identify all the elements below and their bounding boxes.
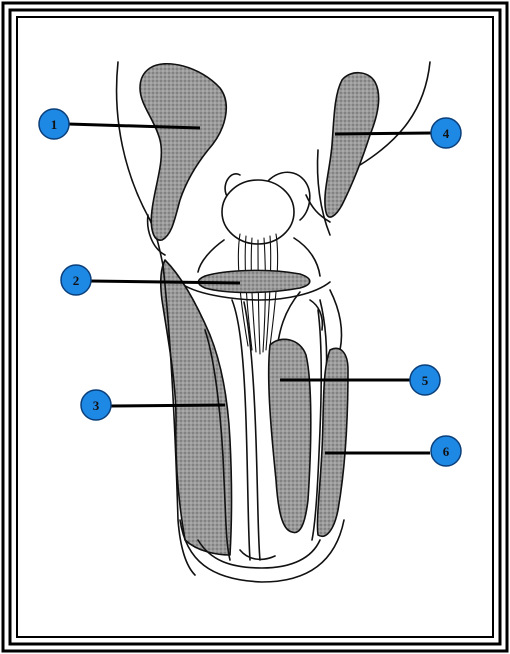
marker-3: 3 <box>81 390 111 420</box>
frame-border <box>3 3 507 651</box>
marker-label-4: 4 <box>443 126 450 141</box>
illustration <box>117 62 430 582</box>
marker-2: 2 <box>61 265 91 295</box>
marker-label-3: 3 <box>93 398 100 413</box>
marker-5: 5 <box>410 365 440 395</box>
structure-6 <box>317 348 348 536</box>
marker-4: 4 <box>431 118 461 148</box>
structure-1 <box>140 64 226 240</box>
marker-6: 6 <box>431 436 461 466</box>
fiber-bundle <box>238 234 277 354</box>
marker-label-5: 5 <box>422 373 429 388</box>
structure-5 <box>269 339 311 532</box>
marker-1: 1 <box>39 109 69 139</box>
structure-3 <box>161 260 232 555</box>
marker-label-6: 6 <box>443 444 450 459</box>
marker-label-2: 2 <box>73 273 80 288</box>
marker-label-1: 1 <box>51 117 58 132</box>
structure-4 <box>325 73 379 217</box>
